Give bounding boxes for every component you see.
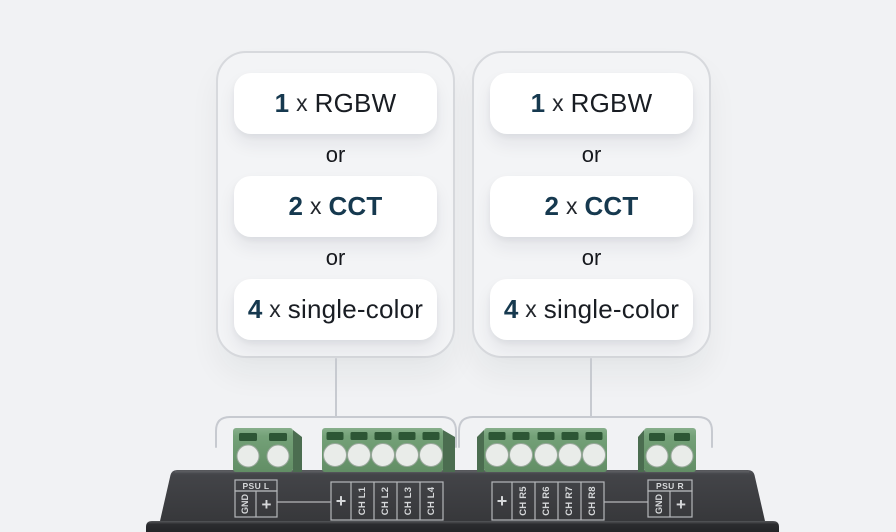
option-count: 4 [503, 294, 519, 324]
option-pill-rgbw: 1 x RGBW [234, 73, 437, 134]
controller-device: PSU L GND + + CH L1 CH L2 CH L3 CH L4 + … [146, 428, 779, 532]
terminal-label-plus-left: + [336, 491, 347, 511]
wire-slot [585, 432, 603, 440]
option-times: x [552, 90, 564, 116]
block-side-face [477, 430, 484, 472]
wire-slot [674, 433, 690, 441]
option-pill-single-color: 4 x single-color [490, 279, 693, 340]
option-times: x [309, 193, 322, 219]
option-count: 4 [247, 294, 263, 324]
wire-slot [350, 432, 368, 440]
option-times: x [296, 90, 308, 116]
option-label: CCT [584, 191, 639, 221]
screw-terminal [347, 443, 371, 467]
wire-slot [326, 432, 344, 440]
screw-terminal [582, 443, 606, 467]
wire-slot [649, 433, 665, 441]
wire-slot [488, 432, 506, 440]
terminal-label-ch-r6: CH R6 [541, 486, 552, 516]
screw-terminal [670, 444, 694, 468]
option-label: single-color [543, 294, 680, 324]
terminal-block-channels-left [322, 428, 455, 472]
connector-brackets [215, 358, 713, 448]
terminal-label-ch-l3: CH L3 [403, 487, 414, 515]
terminal-label-ch-r5: CH R5 [518, 486, 529, 516]
terminal-block-channels-right [477, 428, 607, 472]
option-times: x [525, 296, 537, 322]
screw-terminal [236, 444, 260, 468]
option-times: x [565, 193, 578, 219]
device-base-strip [146, 521, 779, 532]
screw-terminal [485, 443, 509, 467]
option-label: CCT [328, 191, 383, 221]
block-side-face [638, 430, 644, 472]
option-pill-cct: 2 x CCT [490, 176, 693, 237]
terminal-label-plus-psu-left: + [262, 495, 272, 514]
terminal-label-ch-l1: CH L1 [357, 486, 368, 515]
option-label: RGBW [570, 88, 653, 118]
screw-terminal [534, 443, 558, 467]
channels-right-box [491, 481, 605, 521]
output-options-card-right: 1 x RGBW or 2 x CCT or 4 x single-color [472, 51, 711, 358]
channels-left-box [330, 481, 444, 521]
option-count: 1 [530, 88, 546, 118]
screw-terminal [323, 443, 347, 467]
psu-left-title: PSU L [242, 481, 269, 491]
option-pill-cct: 2 x CCT [234, 176, 437, 237]
option-pill-rgbw: 1 x RGBW [490, 73, 693, 134]
wire-slot [239, 433, 257, 441]
screw-terminal [645, 444, 669, 468]
terminal-label-plus-psu-right: + [676, 495, 686, 514]
wire-slot [398, 432, 416, 440]
screw-terminal [509, 443, 533, 467]
psu-right-title: PSU R [656, 481, 684, 491]
option-count: 1 [274, 88, 290, 118]
option-pill-single-color: 4 x single-color [234, 279, 437, 340]
option-count: 2 [544, 191, 559, 221]
device-label-text: PSU L GND + + CH L1 CH L2 CH L3 CH L4 + … [240, 481, 686, 516]
option-count: 2 [288, 191, 303, 221]
right-bracket [458, 416, 713, 448]
terminal-label-gnd-right: GND [654, 494, 664, 515]
or-text: or [325, 142, 346, 167]
output-options-card-left: 1 x RGBW or 2 x CCT or 4 x single-color [216, 51, 455, 358]
wire-slot [512, 432, 530, 440]
terminal-label-plus-right: + [497, 491, 508, 511]
terminal-label-gnd-left: GND [240, 494, 250, 515]
terminal-label-ch-r7: CH R7 [564, 486, 575, 516]
option-label: single-color [287, 294, 424, 324]
wire-slot [374, 432, 392, 440]
option-label: RGBW [314, 88, 397, 118]
device-label-boxes [234, 479, 693, 521]
device-body [160, 470, 765, 521]
wire-slot [537, 432, 555, 440]
block-side-face [443, 430, 455, 472]
block-side-face [293, 430, 302, 472]
or-text: or [581, 245, 602, 270]
screw-terminal [558, 443, 582, 467]
wire-slot [422, 432, 440, 440]
terminal-label-ch-l2: CH L2 [380, 487, 391, 515]
screw-terminal [371, 443, 395, 467]
left-bracket [215, 416, 457, 448]
wire-slot [561, 432, 579, 440]
terminal-block-psu-left [233, 428, 302, 472]
option-times: x [269, 296, 281, 322]
screw-terminal [266, 444, 290, 468]
screw-terminal [395, 443, 419, 467]
wire-slot [269, 433, 287, 441]
or-text: or [325, 245, 346, 270]
terminal-label-ch-l4: CH L4 [426, 486, 437, 515]
screw-terminal [419, 443, 443, 467]
terminal-block-psu-right [638, 428, 696, 472]
or-text: or [581, 142, 602, 167]
terminal-label-ch-r8: CH R8 [587, 486, 598, 516]
